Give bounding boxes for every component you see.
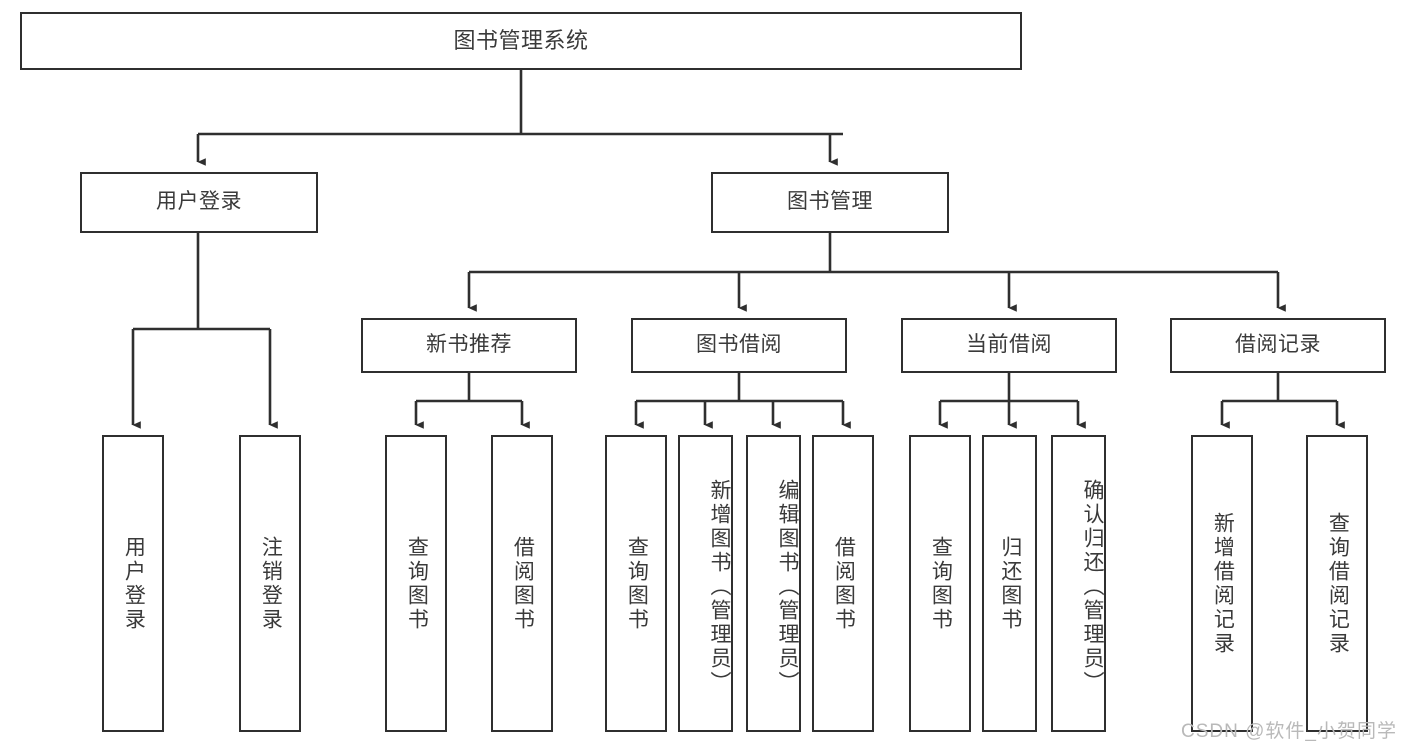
leaf-book-borrow-edit-book-admin[interactable]: 编辑图书（管理员） [746, 435, 801, 732]
node-book-borrow[interactable]: 图书借阅 [631, 318, 847, 373]
node-label: 查询图书 [625, 535, 649, 632]
node-user-login[interactable]: 用户登录 [80, 172, 318, 233]
node-book-management[interactable]: 图书管理 [711, 172, 949, 233]
node-label: 查询图书 [929, 535, 953, 632]
leaf-book-borrow-borrow-books[interactable]: 借阅图书 [812, 435, 874, 732]
node-new-book-recommend[interactable]: 新书推荐 [361, 318, 577, 373]
node-label: 用户登录 [122, 535, 146, 632]
node-label: 图书借阅 [696, 333, 782, 357]
leaf-user-login-login[interactable]: 用户登录 [102, 435, 164, 732]
leaf-book-borrow-add-book-admin[interactable]: 新增图书（管理员） [678, 435, 733, 732]
node-current-borrow[interactable]: 当前借阅 [901, 318, 1117, 373]
node-label: 归还图书 [998, 535, 1022, 632]
node-label: 新增借阅记录 [1211, 511, 1235, 656]
leaf-current-borrow-return-books[interactable]: 归还图书 [982, 435, 1037, 732]
node-label: 用户登录 [156, 190, 242, 214]
node-label: 编辑图书（管理员） [776, 478, 799, 695]
node-label: 图书管理 [787, 190, 873, 214]
node-label: 查询借阅记录 [1326, 511, 1350, 656]
watermark-text: CSDN @软件_小贺同学 [1181, 721, 1397, 742]
leaf-current-borrow-query-books[interactable]: 查询图书 [909, 435, 971, 732]
leaf-borrow-record-add-record[interactable]: 新增借阅记录 [1191, 435, 1253, 732]
leaf-current-borrow-confirm-return-admin[interactable]: 确认归还（管理员） [1051, 435, 1106, 732]
node-label: 当前借阅 [966, 333, 1052, 357]
node-label: 图书管理系统 [453, 28, 589, 54]
node-label: 新书推荐 [426, 333, 512, 357]
leaf-user-login-logout[interactable]: 注销登录 [239, 435, 301, 732]
leaf-new-book-borrow-books[interactable]: 借阅图书 [491, 435, 553, 732]
node-label: 新增图书（管理员） [708, 478, 731, 695]
node-root-book-management-system[interactable]: 图书管理系统 [20, 12, 1022, 70]
node-label: 注销登录 [259, 535, 283, 632]
node-label: 借阅图书 [832, 535, 856, 632]
node-label: 查询图书 [405, 535, 429, 632]
node-label: 借阅图书 [511, 535, 535, 632]
leaf-book-borrow-query-books[interactable]: 查询图书 [605, 435, 667, 732]
node-borrow-record[interactable]: 借阅记录 [1170, 318, 1386, 373]
node-label: 确认归还（管理员） [1081, 478, 1104, 695]
leaf-new-book-query-books[interactable]: 查询图书 [385, 435, 447, 732]
node-label: 借阅记录 [1235, 333, 1321, 357]
leaf-borrow-record-query-record[interactable]: 查询借阅记录 [1306, 435, 1368, 732]
